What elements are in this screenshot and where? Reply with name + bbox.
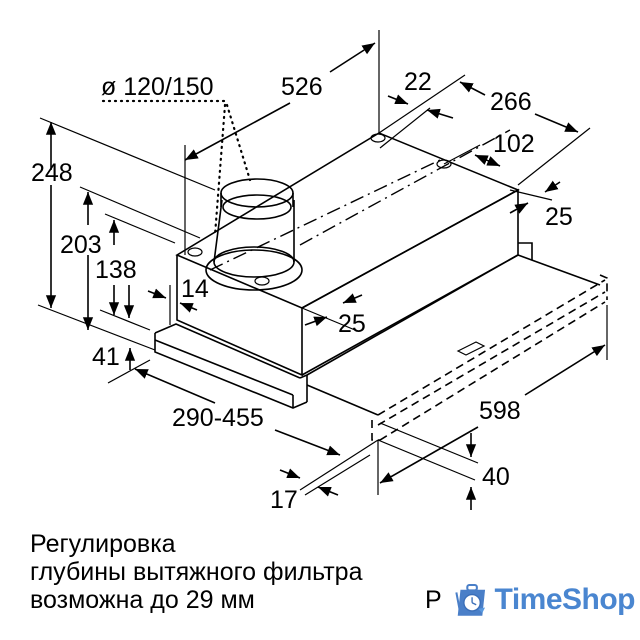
caption-line-2: глубины вытяжного фильтра — [30, 558, 363, 586]
diameter-leader — [101, 99, 252, 237]
caption-line-1: Регулировка — [30, 530, 176, 558]
label-25-front: 25 — [338, 310, 366, 338]
caption-note: Регулировка глубины вытяжного фильтра во… — [30, 530, 362, 614]
label-526: 526 — [281, 73, 323, 101]
label-290-455: 290-455 — [172, 404, 264, 432]
logo-text: TimeShop — [494, 583, 636, 616]
label-duct-diameter: ø 120/150 — [101, 73, 214, 101]
duct-collar — [205, 178, 303, 291]
label-14: 14 — [181, 275, 209, 303]
clock-bag-icon — [455, 583, 486, 616]
label-22: 22 — [404, 68, 432, 96]
label-203: 203 — [60, 231, 102, 259]
label-40: 40 — [482, 463, 510, 491]
label-102: 102 — [493, 130, 535, 158]
label-41: 41 — [92, 343, 120, 371]
label-25-right: 25 — [545, 203, 573, 231]
label-17: 17 — [270, 486, 298, 514]
mounting-holes — [187, 133, 452, 286]
label-266: 266 — [490, 88, 532, 116]
label-138: 138 — [95, 256, 137, 284]
label-248: 248 — [31, 159, 73, 187]
p-mark: P — [425, 586, 442, 614]
timeshop-logo: TimeShop — [455, 575, 636, 625]
label-598: 598 — [479, 397, 521, 425]
front-panel — [154, 242, 608, 441]
dimension-lines — [37, 42, 608, 510]
caption-line-3: возможна до 29 мм — [30, 586, 255, 614]
